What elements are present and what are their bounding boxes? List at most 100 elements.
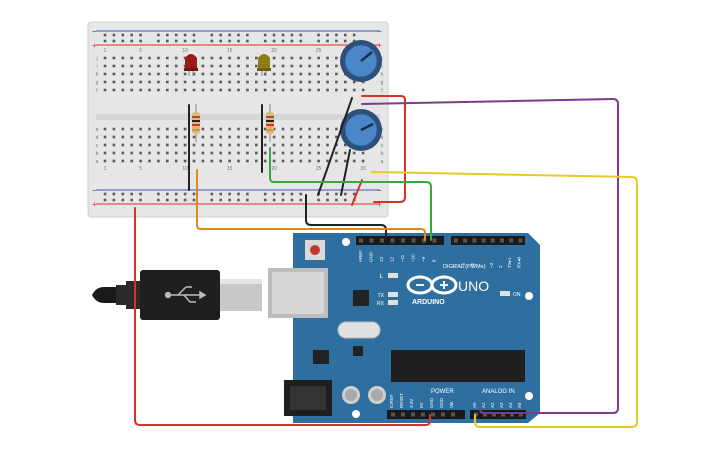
breadboard-hole[interactable] [174, 151, 178, 155]
breadboard-hole[interactable] [148, 135, 151, 139]
breadboard-hole[interactable] [103, 198, 107, 202]
breadboard-hole[interactable] [201, 56, 205, 60]
breadboard-hole[interactable] [317, 64, 320, 68]
breadboard-hole[interactable] [201, 151, 205, 155]
breadboard-hole[interactable] [352, 39, 356, 43]
breadboard-hole[interactable] [210, 56, 214, 60]
breadboard-hole[interactable] [139, 33, 142, 37]
breadboard-hole[interactable] [290, 33, 294, 37]
header-pin[interactable] [483, 412, 487, 417]
breadboard-hole[interactable] [121, 135, 125, 139]
breadboard-hole[interactable] [263, 135, 267, 139]
header-pin[interactable] [431, 412, 435, 417]
header-pin[interactable] [492, 412, 496, 417]
breadboard-hole[interactable] [148, 80, 151, 84]
header-pin[interactable] [510, 412, 514, 417]
breadboard-hole[interactable] [246, 56, 249, 60]
breadboard-hole[interactable] [290, 80, 294, 84]
breadboard-hole[interactable] [130, 88, 133, 92]
breadboard-hole[interactable] [130, 33, 133, 37]
breadboard-hole[interactable] [326, 64, 329, 68]
breadboard-hole[interactable] [148, 56, 151, 60]
breadboard-hole[interactable] [344, 88, 347, 92]
breadboard-hole[interactable] [103, 88, 107, 92]
breadboard-hole[interactable] [192, 143, 196, 147]
breadboard-hole[interactable] [344, 159, 347, 163]
breadboard-hole[interactable] [335, 80, 338, 84]
breadboard-hole[interactable] [308, 127, 311, 131]
breadboard-hole[interactable] [166, 56, 169, 60]
breadboard-hole[interactable] [228, 88, 231, 92]
header-pin[interactable] [411, 412, 415, 417]
header-pin[interactable] [451, 412, 455, 417]
breadboard-hole[interactable] [183, 39, 187, 43]
breadboard[interactable]: − + − + − + − + jihgfedcbajihgfedcba1155… [87, 21, 389, 218]
breadboard-hole[interactable] [174, 39, 178, 43]
breadboard-hole[interactable] [192, 72, 196, 76]
breadboard-hole[interactable] [174, 33, 178, 37]
breadboard-hole[interactable] [139, 159, 142, 163]
breadboard-hole[interactable] [326, 80, 329, 84]
breadboard-hole[interactable] [246, 39, 249, 43]
breadboard-hole[interactable] [326, 33, 329, 37]
breadboard-hole[interactable] [263, 88, 267, 92]
breadboard-hole[interactable] [112, 135, 116, 139]
breadboard-hole[interactable] [166, 151, 169, 155]
breadboard-hole[interactable] [139, 151, 142, 155]
breadboard-hole[interactable] [112, 56, 116, 60]
breadboard-hole[interactable] [255, 72, 258, 76]
header-pin[interactable] [509, 238, 514, 243]
breadboard-hole[interactable] [183, 127, 187, 131]
breadboard-hole[interactable] [299, 192, 303, 196]
header-pin[interactable] [390, 238, 395, 243]
breadboard-hole[interactable] [281, 56, 285, 60]
breadboard-hole[interactable] [166, 198, 169, 202]
breadboard-hole[interactable] [299, 151, 303, 155]
breadboard-hole[interactable] [210, 72, 214, 76]
breadboard-hole[interactable] [281, 151, 285, 155]
breadboard-hole[interactable] [166, 39, 169, 43]
breadboard-hole[interactable] [299, 198, 303, 202]
breadboard-hole[interactable] [157, 88, 160, 92]
power-header[interactable] [387, 410, 465, 419]
breadboard-hole[interactable] [281, 64, 285, 68]
breadboard-hole[interactable] [246, 192, 249, 196]
breadboard-hole[interactable] [326, 72, 329, 76]
breadboard-hole[interactable] [130, 80, 133, 84]
breadboard-hole[interactable] [299, 88, 303, 92]
breadboard-hole[interactable] [130, 143, 133, 147]
breadboard-hole[interactable] [130, 192, 133, 196]
breadboard-hole[interactable] [121, 72, 125, 76]
breadboard-hole[interactable] [112, 33, 116, 37]
breadboard-hole[interactable] [121, 39, 125, 43]
breadboard-hole[interactable] [201, 64, 205, 68]
breadboard-hole[interactable] [344, 198, 347, 202]
breadboard-hole[interactable] [317, 159, 320, 163]
breadboard-hole[interactable] [148, 64, 151, 68]
potentiometer-1[interactable] [340, 40, 382, 82]
breadboard-hole[interactable] [228, 80, 231, 84]
breadboard-hole[interactable] [317, 72, 320, 76]
breadboard-hole[interactable] [308, 151, 311, 155]
breadboard-hole[interactable] [326, 127, 329, 131]
breadboard-hole[interactable] [219, 127, 222, 131]
breadboard-hole[interactable] [299, 135, 303, 139]
breadboard-hole[interactable] [344, 192, 347, 196]
led-red[interactable] [184, 54, 198, 76]
breadboard-hole[interactable] [272, 159, 276, 163]
breadboard-hole[interactable] [308, 135, 311, 139]
breadboard-hole[interactable] [210, 64, 214, 68]
breadboard-hole[interactable] [139, 192, 142, 196]
breadboard-hole[interactable] [201, 159, 205, 163]
breadboard-hole[interactable] [139, 80, 142, 84]
header-pin[interactable] [454, 238, 458, 243]
breadboard-hole[interactable] [210, 135, 214, 139]
breadboard-hole[interactable] [219, 143, 222, 147]
breadboard-hole[interactable] [308, 159, 311, 163]
breadboard-hole[interactable] [103, 135, 107, 139]
breadboard-hole[interactable] [112, 80, 116, 84]
breadboard-hole[interactable] [139, 198, 142, 202]
breadboard-hole[interactable] [103, 64, 107, 68]
breadboard-hole[interactable] [237, 33, 240, 37]
breadboard-hole[interactable] [139, 127, 142, 131]
